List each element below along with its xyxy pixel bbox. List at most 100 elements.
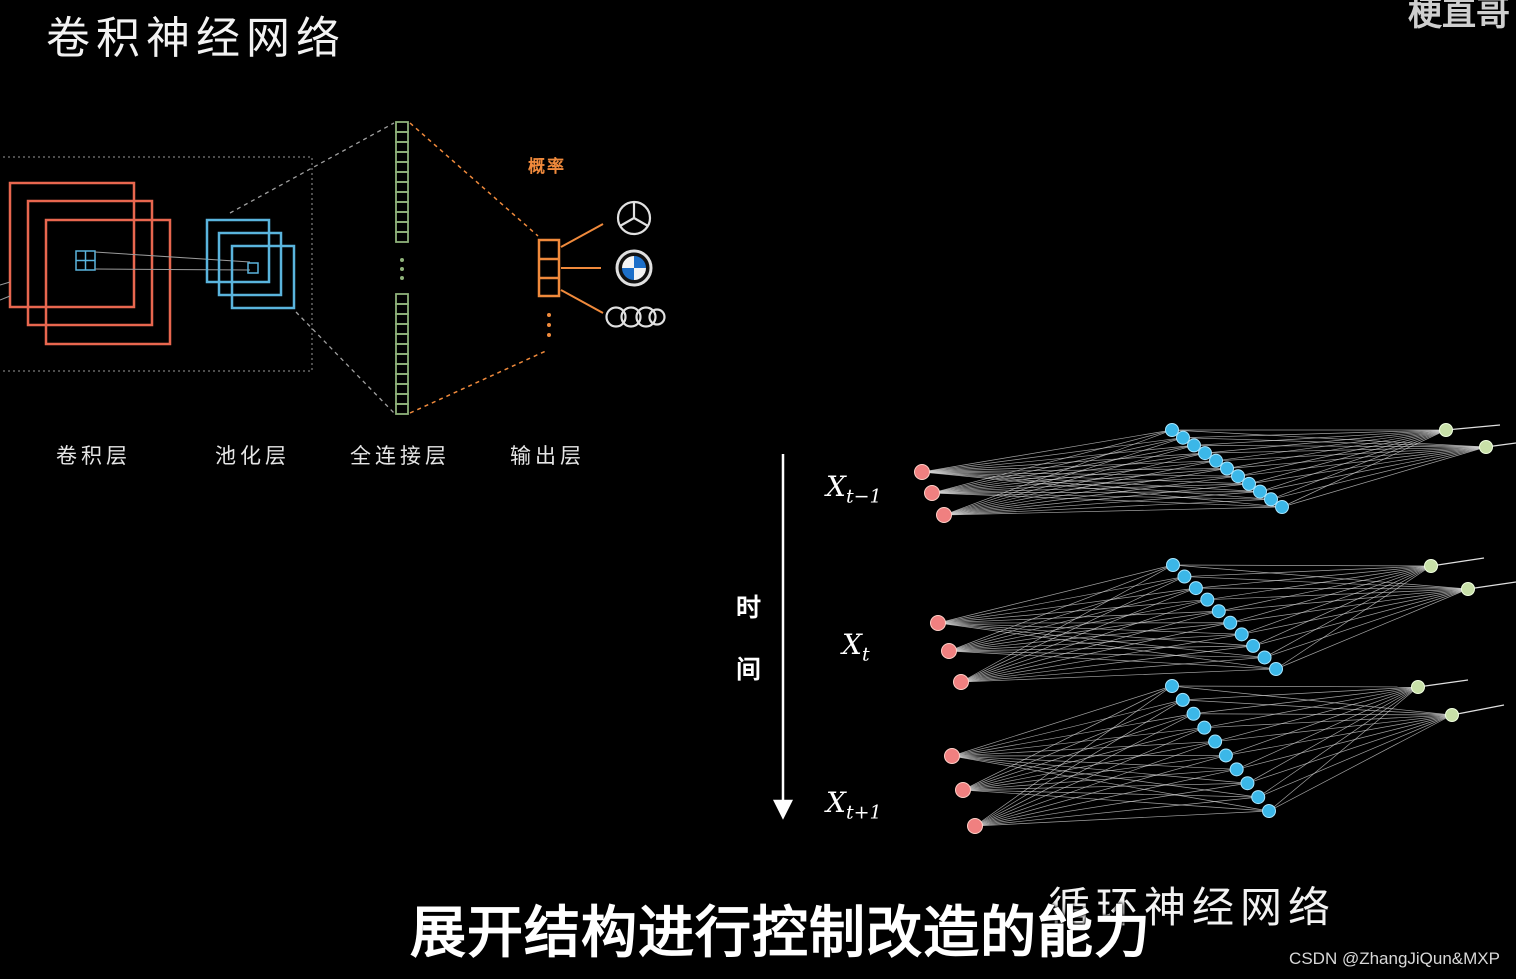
fc-column-bottom xyxy=(395,293,409,415)
output-node xyxy=(1411,680,1425,694)
hidden-node xyxy=(1262,804,1276,818)
input-node xyxy=(941,643,957,659)
label-fc-layer: 全连接层 xyxy=(350,444,450,468)
pool-layer-stack xyxy=(205,218,296,310)
input-node xyxy=(914,464,930,480)
hidden-node xyxy=(1165,679,1179,693)
hidden-node xyxy=(1257,650,1272,665)
connection-lines xyxy=(921,429,1487,516)
x-label-t-minus-1: Xt−1 xyxy=(826,470,882,508)
fc-neuron xyxy=(395,201,409,213)
output-ellipsis xyxy=(547,313,551,337)
pool-to-fc-top xyxy=(229,122,395,214)
fc-neuron xyxy=(395,231,409,243)
fc-neuron xyxy=(395,131,409,143)
fc-neuron xyxy=(395,191,409,203)
hidden-node xyxy=(1223,615,1238,630)
output-layer xyxy=(537,238,561,298)
fc-neuron xyxy=(395,393,409,405)
fc-neuron xyxy=(395,303,409,315)
hidden-node xyxy=(1186,706,1201,721)
pool-to-fc-bottom xyxy=(295,311,395,414)
output-node xyxy=(1461,582,1475,596)
hidden-node xyxy=(1208,734,1223,749)
hidden-node xyxy=(1198,446,1212,461)
fc-neuron xyxy=(395,343,409,355)
video-subtitle: 展开结构进行控制改造的能力 xyxy=(410,901,1151,966)
hidden-node xyxy=(1165,423,1179,437)
time-arrow xyxy=(772,454,794,820)
fc-neuron xyxy=(395,313,409,325)
fc-neuron xyxy=(395,353,409,365)
fc-ellipsis xyxy=(400,258,404,280)
input-node xyxy=(936,507,952,523)
hidden-node xyxy=(1176,430,1190,445)
hidden-node xyxy=(1246,638,1261,653)
fc-neuron xyxy=(395,151,409,163)
fc-neuron xyxy=(395,363,409,375)
fc-neuron xyxy=(395,181,409,193)
pool-cell xyxy=(247,262,259,274)
label-output-layer: 输出层 xyxy=(510,444,585,468)
hidden-node xyxy=(1211,604,1226,619)
fc-neuron xyxy=(395,171,409,183)
fc-neuron xyxy=(395,373,409,385)
conv-kernel xyxy=(75,250,96,271)
fc-neuron xyxy=(395,211,409,223)
fc-neuron xyxy=(395,383,409,395)
hidden-node xyxy=(1187,438,1201,453)
output-node xyxy=(1424,559,1438,573)
label-pool-layer: 池化层 xyxy=(215,444,290,468)
x-label-t: Xt xyxy=(842,628,870,666)
input-node xyxy=(924,485,940,501)
fc-neuron xyxy=(395,161,409,173)
rnn-step-network-0 xyxy=(914,423,1516,523)
connection-lines xyxy=(951,685,1453,827)
x-label-t-plus-1: Xt+1 xyxy=(826,786,882,824)
probability-label: 概率 xyxy=(528,157,566,177)
fc-neuron xyxy=(395,323,409,335)
fc-neuron xyxy=(395,403,409,415)
hidden-node xyxy=(1269,662,1283,676)
hidden-node xyxy=(1242,476,1256,491)
label-conv-layer: 卷积层 xyxy=(56,444,131,468)
bmw-logo xyxy=(615,249,653,287)
kernel-projection-lines xyxy=(0,251,251,301)
input-node xyxy=(955,782,971,798)
connection-lines xyxy=(937,564,1469,683)
hidden-node xyxy=(1177,569,1192,584)
output-node xyxy=(1445,708,1459,722)
input-node xyxy=(967,818,983,834)
audi-logo xyxy=(605,306,666,328)
hidden-node xyxy=(1197,720,1212,735)
input-node xyxy=(953,674,969,690)
hidden-node xyxy=(1200,592,1215,607)
input-node xyxy=(944,748,960,764)
hidden-node xyxy=(1264,492,1278,507)
fc-to-output-bottom xyxy=(409,349,549,414)
output-node xyxy=(1439,423,1453,437)
hidden-node xyxy=(1240,776,1255,791)
hidden-node xyxy=(1229,762,1244,777)
csdn-credit: CSDN @ZhangJiQun&MXP xyxy=(1289,949,1500,968)
hidden-node xyxy=(1251,790,1266,805)
watermark: 梗直哥 xyxy=(1408,0,1510,34)
output-connectors xyxy=(560,223,604,314)
hidden-node xyxy=(1188,581,1203,596)
fc-neuron xyxy=(395,141,409,153)
fc-neuron xyxy=(395,221,409,233)
hidden-node xyxy=(1218,748,1233,763)
fc-to-output-top xyxy=(409,122,539,237)
input-node xyxy=(930,615,946,631)
fc-neuron xyxy=(395,121,409,133)
hidden-node xyxy=(1275,500,1289,514)
fc-column-top xyxy=(395,121,409,243)
time-label-jian: 间 xyxy=(736,655,762,684)
fc-neuron xyxy=(395,293,409,305)
hidden-node xyxy=(1234,627,1249,642)
conv-layer-stack xyxy=(8,181,172,346)
hidden-node xyxy=(1220,461,1234,476)
rnn-title: 循环神经网络 xyxy=(1048,883,1337,932)
output-node xyxy=(1479,440,1493,454)
